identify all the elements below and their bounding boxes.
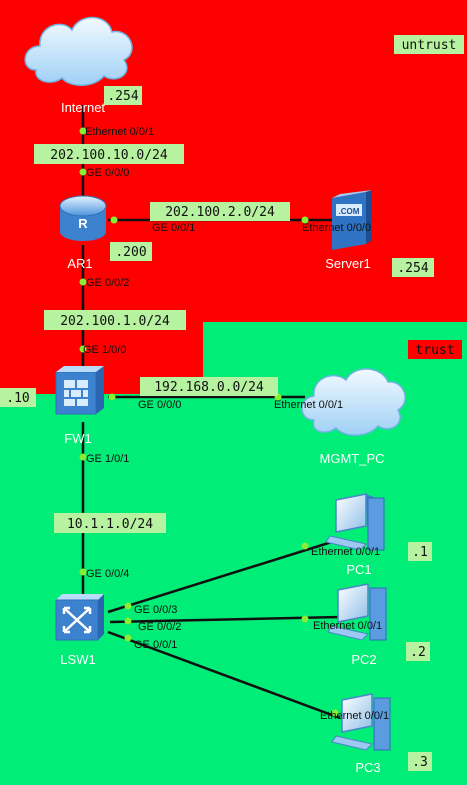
port-label: Ethernet 0/0/1 [85,126,154,138]
port-label: GE 0/0/2 [86,277,129,289]
link-lsw1-pc1 [107,538,339,614]
device-label: Server1 [325,256,371,271]
device-label: PC1 [346,562,371,577]
port-label: GE 0/0/3 [134,604,177,616]
port-dots [79,127,339,717]
host-tag: .3 [408,752,432,771]
device-internet[interactable]: Internet [24,16,133,115]
zone-tag-trust: trust [408,340,462,359]
svg-text:trust: trust [415,343,454,358]
device-server1[interactable]: .COM Server1 [325,190,372,271]
port-dot [108,393,116,401]
port-label: GE 0/0/2 [138,621,181,633]
device-label: LSW1 [60,652,95,667]
cloud-icon [24,16,133,86]
svg-text:10.1.1.0/24: 10.1.1.0/24 [67,517,153,532]
device-label: Internet [61,100,105,115]
device-pc2[interactable]: PC2 [327,583,387,667]
pc-icon [331,693,391,751]
port-dot [301,615,309,623]
device-fw1[interactable]: FW1 [55,366,104,446]
port-label: Ethernet 0/0/1 [320,710,389,722]
svg-text:untrust: untrust [402,38,457,53]
subnet-tag: 192.168.0.0/24 [140,377,278,396]
svg-text:.10: .10 [6,391,29,406]
svg-text:.3: .3 [412,755,428,770]
svg-text:.1: .1 [412,545,428,560]
port-dot [301,216,309,224]
host-tag: .1 [408,542,432,561]
device-ar1[interactable]: R AR1 [59,195,107,271]
port-dot [124,617,132,625]
pc-icon [325,493,385,551]
link-lsw1-pc2 [109,615,341,624]
host-tag: .200 [110,242,152,261]
subnet-tag: 10.1.1.0/24 [54,513,166,533]
router-icon: R [59,195,107,241]
subnet-tag: 202.100.1.0/24 [44,310,186,330]
port-dot [124,634,132,642]
subnet-tag: 202.100.2.0/24 [150,202,290,221]
link-lsw1-pc3 [107,630,341,720]
host-tag: .254 [104,86,142,105]
port-dot [110,216,118,224]
device-label: PC2 [351,652,376,667]
firewall-icon [55,366,104,415]
svg-text:202.100.2.0/24: 202.100.2.0/24 [165,205,275,220]
port-label: Ethernet 0/0/1 [311,546,380,558]
device-pc1[interactable]: PC1 [325,493,385,577]
svg-text:.254: .254 [397,261,428,276]
switch-icon [55,594,104,641]
device-label: AR1 [67,256,92,271]
svg-text:.254: .254 [107,89,138,104]
svg-text:192.168.0.0/24: 192.168.0.0/24 [154,380,264,395]
svg-text:.200: .200 [115,245,146,260]
device-label: FW1 [64,431,91,446]
zone-tag-untrust: untrust [394,35,464,54]
device-label: MGMT_PC [320,451,385,466]
port-dot [79,278,87,286]
device-lsw1[interactable]: LSW1 [55,594,104,667]
port-label: Ethernet 0/0/1 [313,620,382,632]
port-label: Ethernet 0/0/1 [274,399,343,411]
server-icon: .COM [332,190,372,250]
device-mgmt-pc[interactable]: MGMT_PC [301,368,406,466]
port-label: GE 0/0/1 [134,639,177,651]
svg-text:.COM: .COM [339,207,360,216]
host-tag: .10 [0,388,36,407]
port-dot [79,168,87,176]
subnet-tag: 202.100.10.0/24 [34,144,184,164]
port-dot [79,345,87,353]
port-label: GE 0/0/0 [86,167,129,179]
port-dot [79,568,87,576]
port-label: GE 1/0/0 [83,344,126,356]
host-tag: .254 [392,258,434,277]
port-labels: Ethernet 0/0/1 GE 0/0/0 GE 0/0/1 Etherne… [83,126,389,722]
pc-icon [327,583,387,641]
device-pc3[interactable]: PC3 [331,693,391,775]
port-label: Ethernet 0/0/0 [302,222,371,234]
svg-text:202.100.10.0/24: 202.100.10.0/24 [50,148,168,163]
port-dot [301,542,309,550]
port-label: GE 1/0/1 [86,453,129,465]
port-label: GE 0/0/4 [86,568,129,580]
svg-text:202.100.1.0/24: 202.100.1.0/24 [60,314,170,329]
svg-text:R: R [78,216,88,231]
port-dot [79,127,87,135]
port-dot [124,602,132,610]
port-dot [331,709,339,717]
device-label: PC3 [355,760,380,775]
port-label: GE 0/0/1 [152,222,195,234]
port-label: GE 0/0/0 [138,399,181,411]
cloud-icon [301,368,406,436]
port-dot [79,453,87,461]
svg-text:.2: .2 [410,645,426,660]
host-tag: .2 [406,642,430,661]
